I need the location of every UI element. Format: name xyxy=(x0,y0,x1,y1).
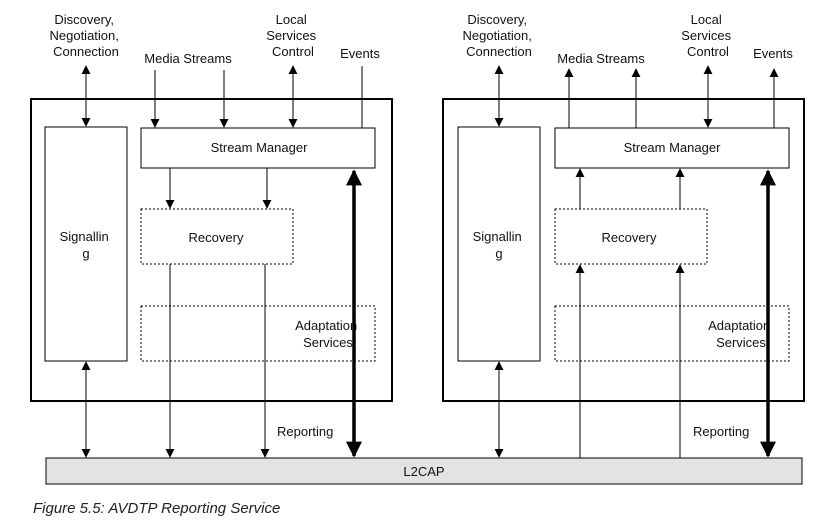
right-recovery-label: Recovery xyxy=(602,230,657,245)
right-stream-manager-label: Stream Manager xyxy=(624,140,721,155)
left-local-services-label: Local Services Control xyxy=(266,12,319,59)
left-reporting-label: Reporting xyxy=(277,424,333,439)
right-local-services-label: Local Services Control xyxy=(681,12,734,59)
l2cap-bar xyxy=(45,457,803,485)
left-events-label: Events xyxy=(340,46,380,61)
left-stream-manager-box xyxy=(140,127,376,169)
left-signalling-label: Signallin g xyxy=(60,229,113,261)
left-signalling-box xyxy=(44,126,128,362)
left-stack: Discovery, Negotiation, Connection Media… xyxy=(30,12,393,458)
right-signalling-box xyxy=(457,126,541,362)
right-stream-manager-box xyxy=(554,127,790,169)
left-media-streams-label: Media Streams xyxy=(144,51,232,66)
right-adaptation-box xyxy=(554,305,790,362)
left-adaptation-box xyxy=(140,305,376,362)
left-recovery-label: Recovery xyxy=(189,230,244,245)
left-recovery-box xyxy=(140,208,294,265)
l2cap-label: L2CAP xyxy=(403,464,444,479)
right-outer-box xyxy=(442,98,805,402)
left-discovery-label: Discovery, Negotiation, Connection xyxy=(49,12,122,59)
left-stream-manager-label: Stream Manager xyxy=(211,140,308,155)
right-media-streams-label: Media Streams xyxy=(557,51,645,66)
right-discovery-label: Discovery, Negotiation, Connection xyxy=(462,12,535,59)
figure-caption: Figure 5.5: AVDTP Reporting Service xyxy=(33,500,281,517)
left-adaptation-label: Adaptation Services xyxy=(295,318,361,350)
right-events-label: Events xyxy=(753,46,793,61)
right-stack: Discovery, Negotiation, Connection Media… xyxy=(442,12,805,458)
right-reporting-label: Reporting xyxy=(693,424,749,439)
right-signalling-label: Signallin g xyxy=(473,229,526,261)
right-recovery-box xyxy=(554,208,708,265)
right-adaptation-label: Adaptation Services xyxy=(708,318,774,350)
left-outer-box xyxy=(30,98,393,402)
